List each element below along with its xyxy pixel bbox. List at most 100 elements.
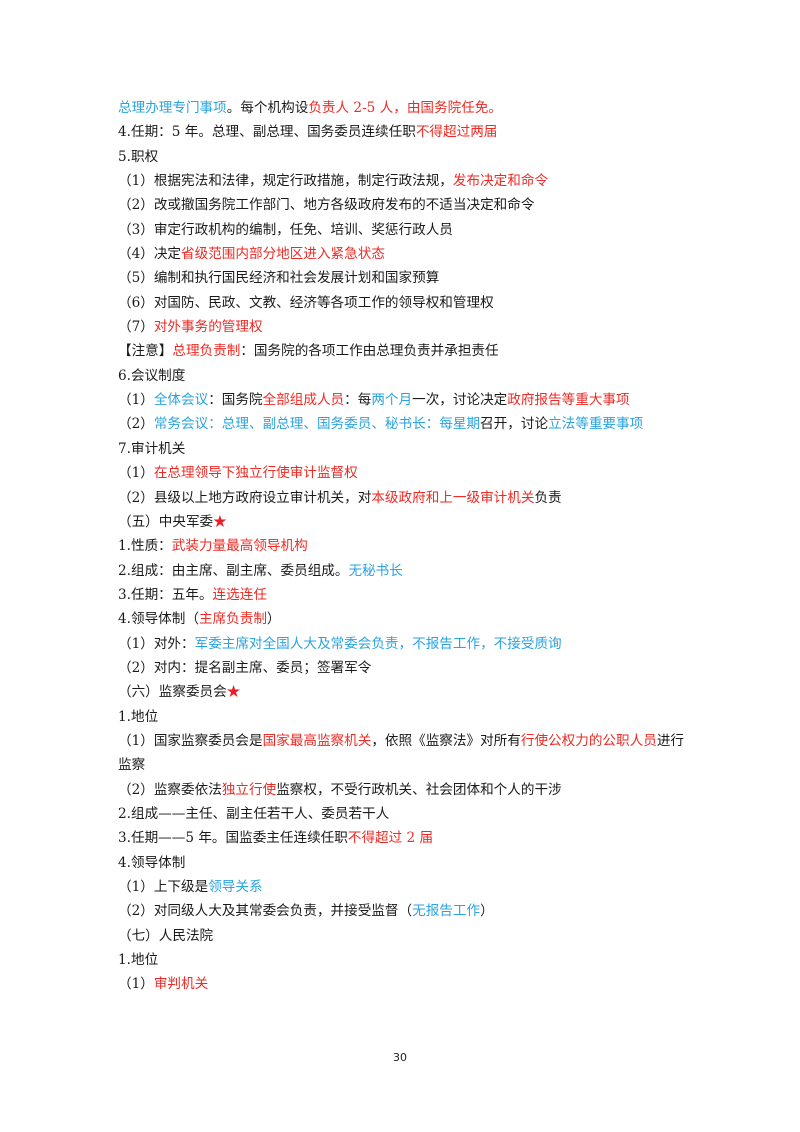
text-segment: 2.组成——主任、副主任若干人、委员若干人: [118, 805, 390, 822]
text-line: 1.地位: [118, 705, 688, 729]
text-segment: ：国务院: [208, 392, 263, 409]
text-line: （2）对同级人大及其常委会负责，并接受监督（无报告工作）: [118, 899, 688, 923]
text-line: （1）全体会议：国务院全部组成人员：每两个月一次，讨论决定政府报告等重大事项: [118, 388, 688, 412]
text-segment: 负责: [534, 489, 562, 506]
text-line: （六）监察委员会★: [118, 680, 688, 704]
text-segment: （1）: [118, 465, 154, 482]
text-segment: ，依照《监察法》对所有: [371, 732, 521, 749]
text-segment: （1）根据宪法和法律，规定行政措施，制定行政法规，: [118, 173, 453, 190]
text-line: 7.审计机关: [118, 437, 688, 461]
text-line: 4.领导体制: [118, 851, 688, 875]
text-segment: 全部组成人员: [262, 392, 345, 409]
text-segment: 总理负责制: [172, 343, 241, 360]
text-line: （2）改或撤国务院工作部门、地方各级政府发布的不适当决定和命令: [118, 193, 688, 217]
text-segment: 政府报告等重大事项: [507, 392, 630, 409]
text-segment: （五）中央军委: [118, 513, 214, 530]
text-line: （七）人民法院: [118, 924, 688, 948]
text-line: （2）监察委依法独立行使监察权，不受行政机关、社会团体和个人的干涉: [118, 778, 688, 802]
text-line: （5）编制和执行国民经济和社会发展计划和国家预算: [118, 266, 688, 290]
text-segment: 2.组成：由主席、副主席、委员组成。: [118, 562, 349, 579]
text-segment: 总理办理专门事项: [118, 100, 227, 116]
document-body: 总理办理专门事项。每个机构设负责人 2-5 人，由国务院任免。4.任期：5 年。…: [118, 96, 688, 997]
text-line: 2.组成：由主席、副主席、委员组成。无秘书长: [118, 559, 688, 583]
text-line: （2）对内：提名副主席、委员；签署军令: [118, 656, 688, 680]
text-segment: 省级范围内部分地区进入紧急状态: [181, 246, 385, 263]
text-segment: （5）编制和执行国民经济和社会发展计划和国家预算: [118, 270, 440, 287]
text-segment: 。每个机构设: [226, 100, 309, 116]
text-segment: （六）监察委员会: [118, 684, 227, 701]
text-segment: 不得超过 2 届: [347, 830, 434, 847]
text-segment: 5.职权: [118, 148, 159, 165]
text-line: 3.任期——5 年。国监委主任连续任职不得超过 2 届: [118, 826, 688, 850]
text-segment: （2）对同级人大及其常委会负责，并接受监督（: [118, 903, 413, 920]
text-line: 4.领导体制（主席负责制）: [118, 607, 688, 631]
text-segment: 本级政府和上一级审计机关: [371, 489, 535, 506]
text-segment: 1.地位: [118, 952, 159, 969]
text-segment: 4.领导体制: [118, 854, 186, 871]
text-segment: （1）: [118, 976, 154, 993]
text-segment: 进行监察: [118, 732, 684, 774]
text-segment: （2）: [118, 416, 154, 433]
text-segment: 3.任期：五年。: [118, 586, 213, 603]
text-line: 【注意】总理负责制：国务院的各项工作由总理负责并承担责任: [118, 339, 688, 363]
text-segment: ）: [480, 903, 494, 920]
text-segment: 在总理领导下独立行使审计监督权: [153, 465, 358, 482]
text-segment: 连选连任: [212, 586, 267, 603]
text-line: 总理办理专门事项。每个机构设负责人 2-5 人，由国务院任免。: [118, 96, 688, 120]
text-line: （1）上下级是领导关系: [118, 875, 688, 899]
text-line: （2）常务会议：总理、副总理、国务委员、秘书长：每星期召开，讨论立法等重要事项: [118, 412, 688, 436]
text-line: 2.组成——主任、副主任若干人、委员若干人: [118, 802, 688, 826]
text-segment: ）: [266, 611, 281, 628]
text-line: 6.会议制度: [118, 364, 688, 388]
text-segment: 独立行使: [221, 781, 277, 798]
text-segment: 常务会议：总理、副总理、国务委员、秘书长：每星期: [153, 416, 481, 433]
text-line: （1）国家监察委员会是国家最高监察机关，依照《监察法》对所有行使公权力的公职人员…: [118, 729, 688, 778]
text-segment: （7）: [118, 319, 154, 336]
text-segment: 审判机关: [153, 976, 209, 993]
text-segment: 全体会议: [153, 392, 209, 409]
text-segment: 主席负责制: [198, 611, 267, 628]
text-segment: 3.任期——5 年。国监委主任连续任职: [118, 830, 348, 847]
text-segment: （2）对内：提名副主席、委员；签署军令: [118, 659, 372, 676]
text-segment: （2）县级以上地方政府设立审计机关，对: [118, 489, 372, 506]
text-line: （7）对外事务的管理权: [118, 315, 688, 339]
text-segment: 1.性质：: [118, 538, 172, 555]
text-line: 1.地位: [118, 948, 688, 972]
text-segment: 4.领导体制（: [118, 611, 199, 628]
text-line: 5.职权: [118, 145, 688, 169]
text-segment: 无报告工作: [412, 903, 481, 920]
text-line: （4）决定省级范围内部分地区进入紧急状态: [118, 242, 688, 266]
text-line: （3）审定行政机构的编制，任免、培训、奖惩行政人员: [118, 218, 688, 242]
text-segment: 对外事务的管理权: [153, 319, 263, 336]
text-segment: （1）国家监察委员会是: [118, 732, 263, 749]
page-number: 30: [393, 1051, 407, 1064]
text-segment: （6）对国防、民政、文教、经济等各项工作的领导权和管理权: [118, 294, 494, 311]
text-line: （1）审判机关: [118, 972, 688, 996]
text-line: 3.任期：五年。连选连任: [118, 583, 688, 607]
text-segment: 行使公权力的公职人员: [520, 732, 657, 749]
text-segment: 一次，讨论决定: [412, 392, 508, 409]
star-icon: ★: [213, 513, 227, 530]
text-segment: 4.任期：5 年。总理、副总理、国务委员连续任职: [118, 124, 416, 141]
text-segment: 监察权，不受行政机关、社会团体和个人的干涉: [276, 781, 562, 798]
text-segment: （1）上下级是: [118, 879, 209, 895]
text-segment: 召开，讨论: [480, 416, 549, 433]
text-segment: ：每: [344, 392, 372, 409]
text-segment: （七）人民法院: [118, 927, 214, 944]
text-segment: （3）审定行政机构的编制，任免、培训、奖惩行政人员: [118, 221, 453, 238]
text-line: （五）中央军委★: [118, 510, 688, 534]
text-segment: 军委主席对全国人大及常委会负责，不报告工作，不接受质询: [194, 635, 562, 652]
text-line: （1）在总理领导下独立行使审计监督权: [118, 461, 688, 485]
text-line: （1）根据宪法和法律，规定行政措施，制定行政法规，发布决定和命令: [118, 169, 688, 193]
text-segment: 发布决定和命令: [452, 173, 549, 190]
text-line: （1）对外：军委主席对全国人大及常委会负责，不报告工作，不接受质询: [118, 632, 688, 656]
text-segment: （4）决定: [118, 246, 182, 263]
text-line: （2）县级以上地方政府设立审计机关，对本级政府和上一级审计机关负责: [118, 486, 688, 510]
text-segment: 领导关系: [208, 879, 263, 895]
text-segment: 【注意】: [118, 343, 173, 360]
text-segment: 不得超过两届: [415, 124, 498, 141]
text-segment: （1）: [118, 392, 154, 409]
text-segment: 6.会议制度: [118, 367, 186, 384]
text-line: 4.任期：5 年。总理、副总理、国务委员连续任职不得超过两届: [118, 120, 688, 144]
text-segment: 两个月: [371, 392, 413, 409]
